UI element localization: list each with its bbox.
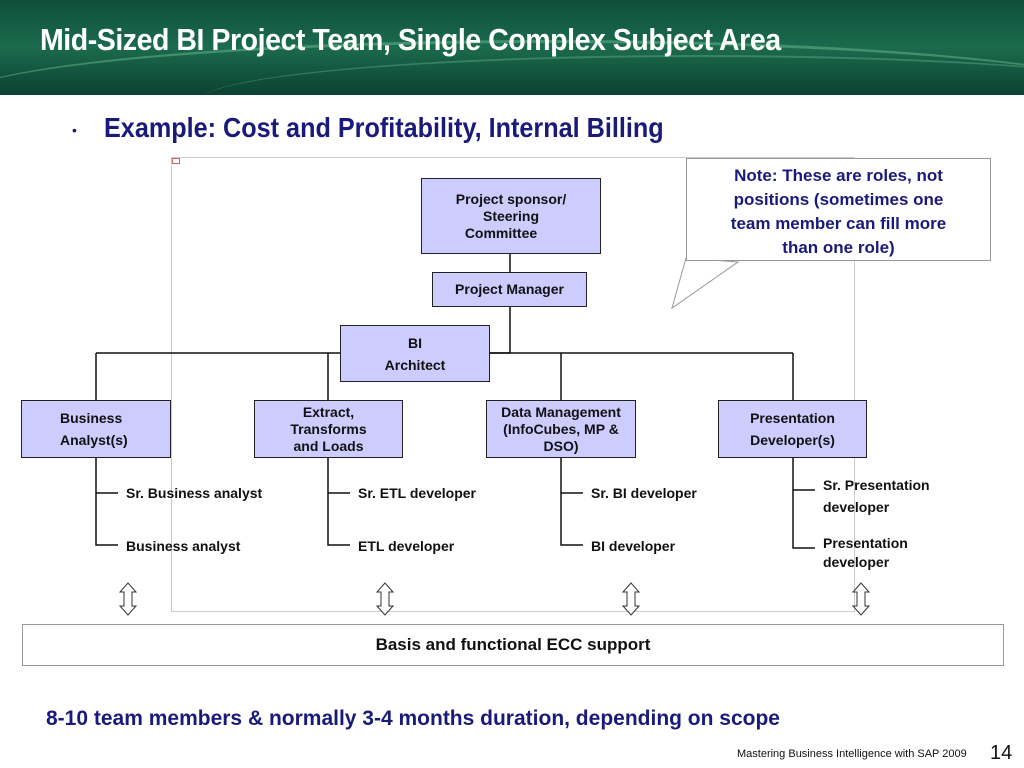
note-line-1: Note: These are roles, not xyxy=(734,166,943,185)
etl-developer-label: ETL developer xyxy=(358,538,455,554)
team-size-note: 8-10 team members & normally 3-4 months … xyxy=(46,707,780,730)
project-manager-box: Project Manager xyxy=(432,272,587,307)
ecc-support-box: Basis and functional ECC support xyxy=(22,624,1004,666)
connector-business-sub xyxy=(95,458,118,546)
connector-pres-sub xyxy=(792,458,815,549)
double-arrow-icon-1 xyxy=(118,582,138,616)
page-number: 14 xyxy=(990,742,1013,764)
slide-subtitle: Example: Cost and Profitability, Interna… xyxy=(104,112,664,143)
ecc-support-label: Basis and functional ECC support xyxy=(375,635,651,654)
etl-box: Extract, Transforms and Loads xyxy=(254,400,403,458)
double-arrow-icon-2 xyxy=(375,582,395,616)
note-callout-pointer xyxy=(671,257,740,310)
diagram-frame xyxy=(171,157,855,612)
header-swoosh-decoration-2 xyxy=(200,55,1024,95)
bullet-icon: • xyxy=(72,122,77,138)
business-analyst-box: Business Analyst(s) xyxy=(21,400,171,458)
support-arrows xyxy=(118,582,871,616)
sr-business-analyst-label: Sr. Business analyst xyxy=(126,485,263,501)
presentation-dev-line-2: developer xyxy=(823,554,890,570)
double-arrow-icon-3 xyxy=(621,582,641,616)
role-etl-line-3: and Loads xyxy=(293,437,364,454)
note-callout: Note: These are roles, not positions (so… xyxy=(686,158,991,261)
note-line-2: positions (sometimes one xyxy=(733,190,944,209)
connector-bi-sub xyxy=(560,458,583,546)
sponsor-line-3: Committee xyxy=(464,224,538,241)
sponsor-line-1: Project sponsor/ xyxy=(455,190,567,207)
connector-etl-sub xyxy=(327,458,350,546)
business-analyst-label: Business analyst xyxy=(126,538,241,554)
architect-line-2: Architect xyxy=(384,356,446,373)
double-arrow-icon-4 xyxy=(851,582,871,616)
slide-header xyxy=(0,0,1024,95)
role-business-line-1: Business xyxy=(60,410,123,426)
note-line-4: than one role) xyxy=(782,238,895,257)
presentation-box: Presentation Developer(s) xyxy=(718,400,867,458)
bi-architect-box: BI Architect xyxy=(340,325,490,382)
project-manager-label: Project Manager xyxy=(455,281,564,297)
data-management-box: Data Management (InfoCubes, MP & DSO) xyxy=(486,400,636,458)
bi-developer-label: BI developer xyxy=(591,538,676,554)
role-dm-line-1: Data Management xyxy=(501,403,621,420)
architect-line-1: BI xyxy=(408,334,422,351)
embedded-object-icon xyxy=(172,158,180,164)
role-dm-line-2: (InfoCubes, MP & xyxy=(503,420,619,437)
slide-title: Mid-Sized BI Project Team, Single Comple… xyxy=(40,22,781,57)
note-line-3: team member can fill more xyxy=(730,214,947,233)
footer-text: Mastering Business Intelligence with SAP… xyxy=(737,748,967,760)
header-swoosh-decoration xyxy=(0,40,1024,95)
role-etl-line-1: Extract, xyxy=(302,403,355,420)
presentation-dev-line-1: Presentation xyxy=(823,535,908,551)
sr-bi-developer-label: Sr. BI developer xyxy=(591,485,697,501)
sponsor-box: Project sponsor/ Steering Committee xyxy=(421,178,601,254)
role-business-line-2: Analyst(s) xyxy=(60,432,128,448)
sr-etl-developer-label: Sr. ETL developer xyxy=(358,485,477,501)
role-etl-line-2: Transforms xyxy=(290,420,367,437)
sponsor-line-2: Steering xyxy=(482,207,539,224)
role-pres-line-2: Developer(s) xyxy=(750,432,835,448)
sr-presentation-line-1: Sr. Presentation xyxy=(823,477,930,493)
role-pres-line-1: Presentation xyxy=(750,410,835,426)
presentation-developer-label: Presentation developer xyxy=(823,534,908,572)
sr-presentation-developer-label: Sr. Presentation developer xyxy=(823,474,930,518)
sr-presentation-line-2: developer xyxy=(823,499,890,515)
role-dm-line-3: DSO) xyxy=(543,437,579,454)
